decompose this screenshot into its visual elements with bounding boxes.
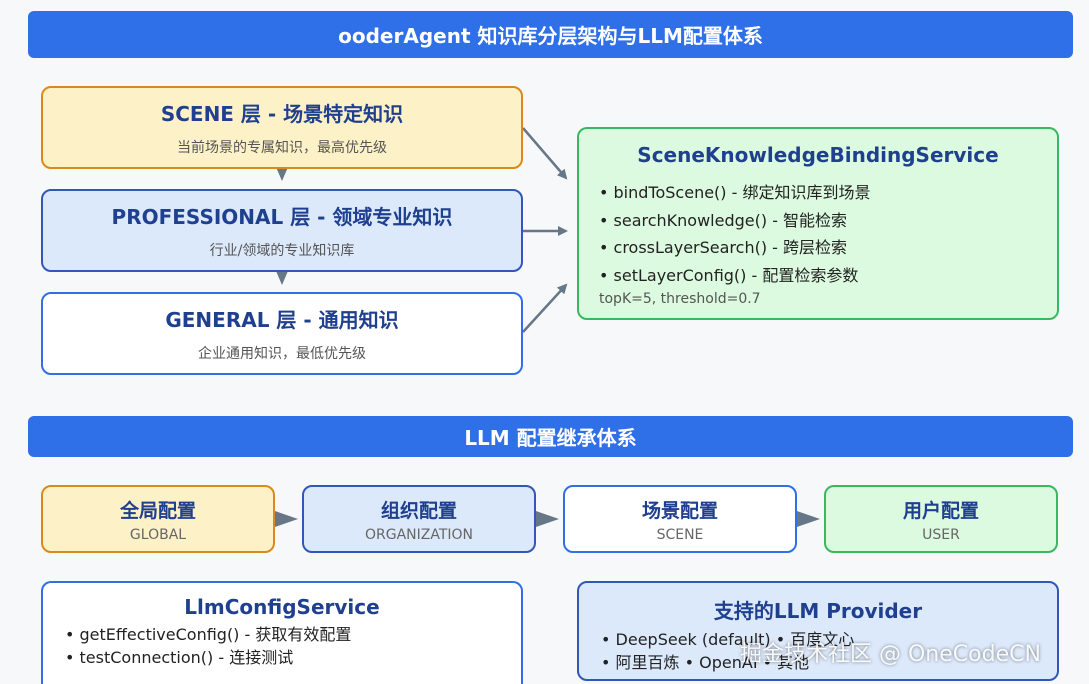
page-title: ooderAgent 知识库分层架构与LLM配置体系 <box>338 24 763 48</box>
professional-layer-title: PROFESSIONAL 层 - 领域专业知识 <box>111 205 453 229</box>
scene-layer-title: SCENE 层 - 场景特定知识 <box>160 102 404 126</box>
professional-layer-box: PROFESSIONAL 层 - 领域专业知识 行业/领域的专业知识库 <box>41 189 523 272</box>
llm-provider-item: • 阿里百炼 • OpenAI • 其他 <box>601 653 810 672</box>
llm-providers-title: 支持的LLM Provider <box>713 599 923 623</box>
binding-service-item: • crossLayerSearch() - 跨层检索 <box>599 238 848 257</box>
binding-service-item: • setLayerConfig() - 配置检索参数 <box>599 265 859 285</box>
arrow-org-to-scene <box>533 510 559 528</box>
binding-service-title: SceneKnowledgeBindingService <box>637 143 999 167</box>
config-level-organization: 组织配置 ORGANIZATION <box>302 485 536 553</box>
llm-provider-item: • DeepSeek (default) • 百度文心 <box>601 630 855 649</box>
arrow-global-to-org <box>272 510 298 528</box>
binding-service-item: • bindToScene() - 绑定知识库到场景 <box>599 183 871 202</box>
config-level-global: 全局配置 GLOBAL <box>41 485 275 553</box>
professional-layer-subtitle: 行业/领域的专业知识库 <box>209 243 355 259</box>
page-title-banner: ooderAgent 知识库分层架构与LLM配置体系 <box>28 11 1073 58</box>
general-layer-title: GENERAL 层 - 通用知识 <box>165 308 399 332</box>
config-level-title: 全局配置 <box>119 499 196 522</box>
llm-config-service-box: LlmConfigService • getEffectiveConfig() … <box>41 581 523 684</box>
binding-service-note: topK=5, threshold=0.7 <box>599 291 761 307</box>
scene-layer-subtitle: 当前场景的专属知识，最高优先级 <box>177 140 387 156</box>
watermark-text: 掘金技术社区 @ OneCodeCN <box>740 642 1041 667</box>
llm-config-service-item: • testConnection() - 连接测试 <box>65 648 294 667</box>
config-level-subtitle: USER <box>922 526 960 543</box>
llm-config-service-item: • getEffectiveConfig() - 获取有效配置 <box>65 625 352 644</box>
config-level-subtitle: GLOBAL <box>129 526 187 543</box>
llm-providers-box: 支持的LLM Provider • DeepSeek (default) • 百… <box>577 581 1059 681</box>
llm-section-banner: LLM 配置继承体系 <box>28 416 1073 457</box>
config-level-user: 用户配置 USER <box>824 485 1058 553</box>
arrow-scene-to-service <box>522 127 568 180</box>
binding-service-item: • searchKnowledge() - 智能检索 <box>599 210 848 230</box>
arrow-scene-to-user <box>794 510 820 528</box>
config-level-subtitle: ORGANIZATION <box>364 526 474 543</box>
general-layer-subtitle: 企业通用知识，最低优先级 <box>198 346 366 362</box>
general-layer-box: GENERAL 层 - 通用知识 企业通用知识，最低优先级 <box>41 292 523 375</box>
config-level-subtitle: SCENE <box>656 526 704 543</box>
binding-service-box: SceneKnowledgeBindingService • bindToSce… <box>577 127 1059 320</box>
config-level-title: 用户配置 <box>902 499 979 522</box>
llm-config-service-title: LlmConfigService <box>184 595 380 619</box>
arrow-general-to-service <box>522 283 568 333</box>
scene-layer-box: SCENE 层 - 场景特定知识 当前场景的专属知识，最高优先级 <box>41 86 523 169</box>
config-level-title: 场景配置 <box>641 499 718 522</box>
llm-section-title: LLM 配置继承体系 <box>464 426 637 450</box>
config-level-scene: 场景配置 SCENE <box>563 485 797 553</box>
config-level-title: 组织配置 <box>380 499 457 522</box>
